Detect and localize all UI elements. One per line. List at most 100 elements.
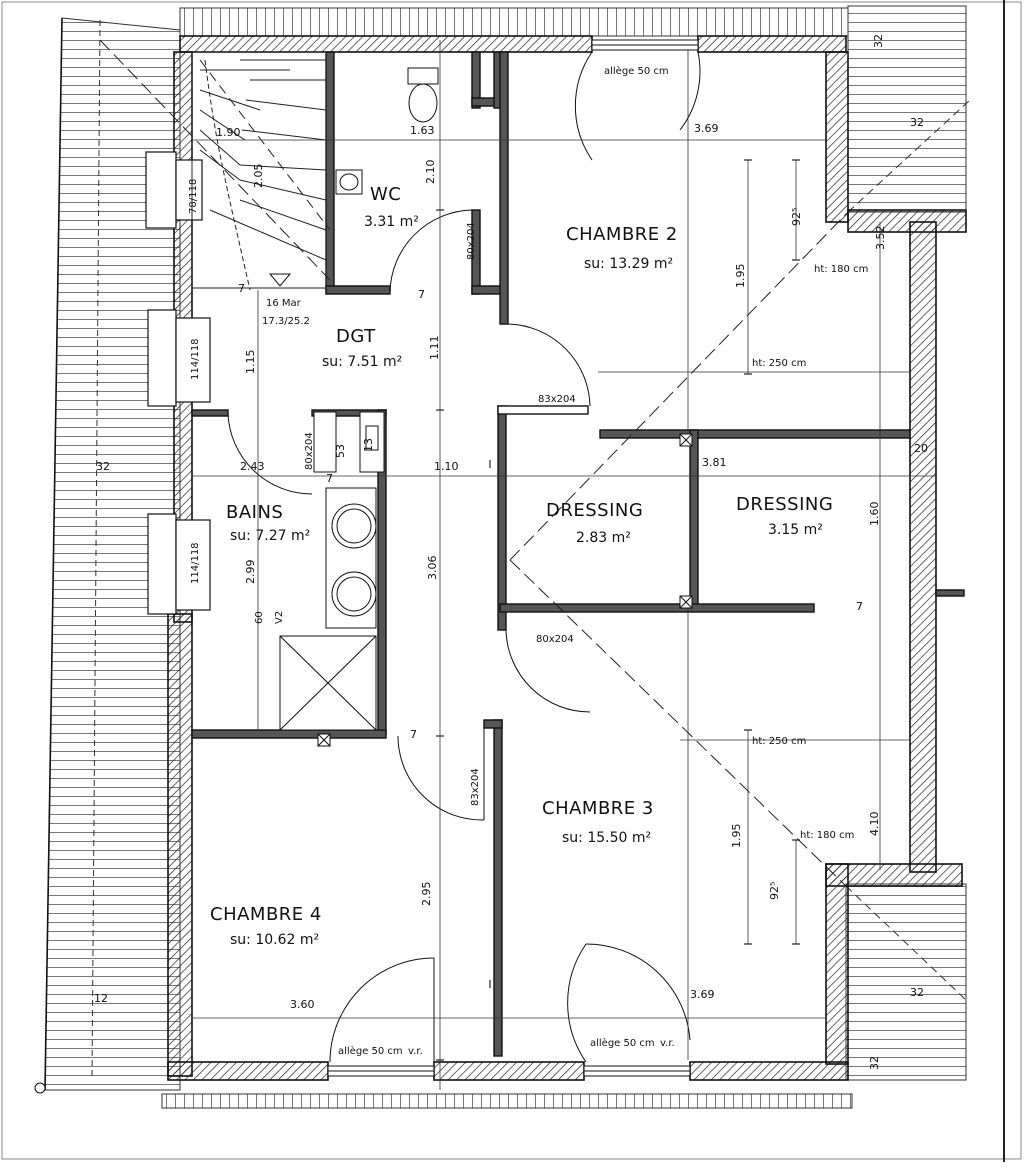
room-area-chambre3: su: 15.50 m² bbox=[562, 830, 651, 846]
dim-bottom-right-32a: 32 bbox=[910, 986, 924, 999]
dim-12: 12 bbox=[94, 992, 108, 1005]
bath-cabinet-icon bbox=[313, 411, 385, 473]
door-labels: 80x204 83x204 80x204 80x204 83x204 bbox=[304, 222, 576, 806]
dim-110: 1.10 bbox=[434, 460, 459, 473]
roof-window-3 bbox=[147, 513, 211, 615]
room-area-chambre4: su: 10.62 m² bbox=[230, 932, 319, 948]
room-area-dressing1: 2.83 m² bbox=[576, 530, 631, 546]
roof-top bbox=[179, 7, 849, 37]
room-area-wc: 3.31 m² bbox=[364, 214, 419, 230]
dim-925-top: 92⁵ bbox=[790, 208, 803, 226]
note-stair-count: 16 Mar bbox=[266, 298, 302, 309]
note-allege-bottom-right: allège 50 cm bbox=[590, 1037, 655, 1049]
room-name-bains: BAINS bbox=[226, 502, 283, 523]
dim-wc-163: 1.63 bbox=[410, 124, 435, 137]
dim-195-bottom: 1.95 bbox=[730, 824, 743, 849]
dim-13: 13 bbox=[362, 438, 375, 452]
note-ht180-top: ht: 180 cm bbox=[814, 264, 868, 275]
window-label-3: 114/118 bbox=[190, 542, 201, 584]
dim-306: 3.06 bbox=[426, 556, 439, 581]
bath-vanity-icon bbox=[325, 487, 377, 629]
dim-195-top: 1.95 bbox=[734, 264, 747, 289]
roof-top-right bbox=[847, 5, 971, 213]
dim-left-32: 32 bbox=[96, 460, 110, 473]
room-name-chambre4: CHAMBRE 4 bbox=[210, 904, 322, 925]
room-name-chambre3: CHAMBRE 3 bbox=[542, 798, 654, 819]
note-ht250-top: ht: 250 cm bbox=[752, 358, 806, 369]
dim-925-bottom: 92⁵ bbox=[768, 882, 781, 900]
dim-410: 4.10 bbox=[868, 812, 881, 837]
interior-walls bbox=[191, 51, 965, 1057]
door-swings bbox=[227, 51, 701, 1063]
dim-115: 1.15 bbox=[244, 350, 257, 375]
roof-slope-lines bbox=[99, 39, 851, 887]
door-label-wc: 80x204 bbox=[466, 222, 477, 260]
dim-7-e: 7 bbox=[410, 728, 417, 741]
roof-window-1 bbox=[145, 151, 203, 229]
room-name-dressing2: DRESSING bbox=[736, 494, 833, 515]
wc-sink-icon bbox=[335, 169, 363, 195]
roof-window-2 bbox=[147, 309, 211, 407]
dim-381: 3.81 bbox=[702, 456, 727, 469]
wc-toilet-icon bbox=[407, 67, 439, 123]
cross-markers bbox=[34, 433, 693, 1094]
room-name-wc: WC bbox=[370, 184, 401, 205]
dim-53: 53 bbox=[334, 444, 347, 458]
dim-top-right-32a: 32 bbox=[872, 34, 885, 48]
door-label-bains: 80x204 bbox=[304, 432, 315, 470]
dim-stair-205: 2.05 bbox=[252, 164, 265, 189]
dim-20: 20 bbox=[914, 442, 928, 455]
dim-7-d: 7 bbox=[856, 600, 863, 613]
room-name-chambre2: CHAMBRE 2 bbox=[566, 224, 678, 245]
dim-bottom-right-32b: 32 bbox=[868, 1056, 881, 1070]
dim-7-c: 7 bbox=[326, 472, 333, 485]
exterior-walls bbox=[167, 35, 967, 1081]
window-label-2: 114/118 bbox=[190, 338, 201, 380]
dim-top-right-32b: 32 bbox=[910, 116, 924, 129]
room-name-dgt: DGT bbox=[336, 326, 376, 347]
staircase bbox=[191, 51, 331, 291]
room-area-bains: su: 7.27 m² bbox=[230, 528, 310, 544]
room-name-dressing1: DRESSING bbox=[546, 500, 643, 521]
dim-60: 60 bbox=[254, 611, 265, 624]
dim-299: 2.99 bbox=[244, 560, 257, 585]
window-label-1: 78/118 bbox=[188, 179, 199, 214]
note-ht250-bottom: ht: 250 cm bbox=[752, 736, 806, 747]
room-area-dressing2: 3.15 m² bbox=[768, 522, 823, 538]
dimension-ticks bbox=[436, 159, 800, 1061]
dimension-lines bbox=[192, 40, 936, 1090]
note-allege-bottom-right-vr: v.r. bbox=[660, 1038, 675, 1049]
dim-295: 2.95 bbox=[420, 882, 433, 907]
shower-icon bbox=[279, 635, 377, 731]
exterior-windows bbox=[327, 39, 699, 1077]
dim-7-a: 7 bbox=[238, 282, 245, 295]
dim-352: 3.52 bbox=[874, 226, 887, 251]
roof-bottom bbox=[161, 1093, 853, 1109]
roof-left bbox=[44, 17, 181, 1091]
room-area-dgt: su: 7.51 m² bbox=[322, 354, 402, 370]
room-area-chambre2: su: 13.29 m² bbox=[584, 256, 673, 272]
window-labels: 78/118 114/118 114/118 bbox=[188, 179, 201, 584]
dim-360: 3.60 bbox=[290, 998, 315, 1011]
notes: allège 50 cm allège 50 cm v.r. allège 50… bbox=[262, 65, 868, 1057]
door-label-chambre3: 80x204 bbox=[536, 634, 574, 645]
note-allege-bottom-left: allège 50 cm bbox=[338, 1045, 403, 1057]
room-labels: WC 3.31 m² CHAMBRE 2 su: 13.29 m² DGT su… bbox=[210, 184, 833, 948]
dim-wc-210: 2.10 bbox=[424, 160, 437, 185]
note-ht180-bottom: ht: 180 cm bbox=[800, 830, 854, 841]
dim-111: 1.11 bbox=[428, 336, 441, 361]
note-stair-size: 17.3/25.2 bbox=[262, 316, 310, 327]
dim-369-bottom: 3.69 bbox=[690, 988, 715, 1001]
dim-v2: V2 bbox=[274, 611, 285, 624]
dimension-labels: 1.90 2.05 1.63 2.10 3.69 32 32 3.52 92⁵ … bbox=[94, 34, 928, 1070]
door-label-chambre4: 83x204 bbox=[470, 768, 481, 806]
roof-bottom-right bbox=[845, 883, 967, 1081]
dim-7-b: 7 bbox=[418, 288, 425, 301]
note-allege-bottom-left-vr: v.r. bbox=[408, 1046, 423, 1057]
dim-chambre2-369: 3.69 bbox=[694, 122, 719, 135]
dim-160: 1.60 bbox=[868, 502, 881, 527]
dim-stair-190: 1.90 bbox=[216, 126, 241, 139]
